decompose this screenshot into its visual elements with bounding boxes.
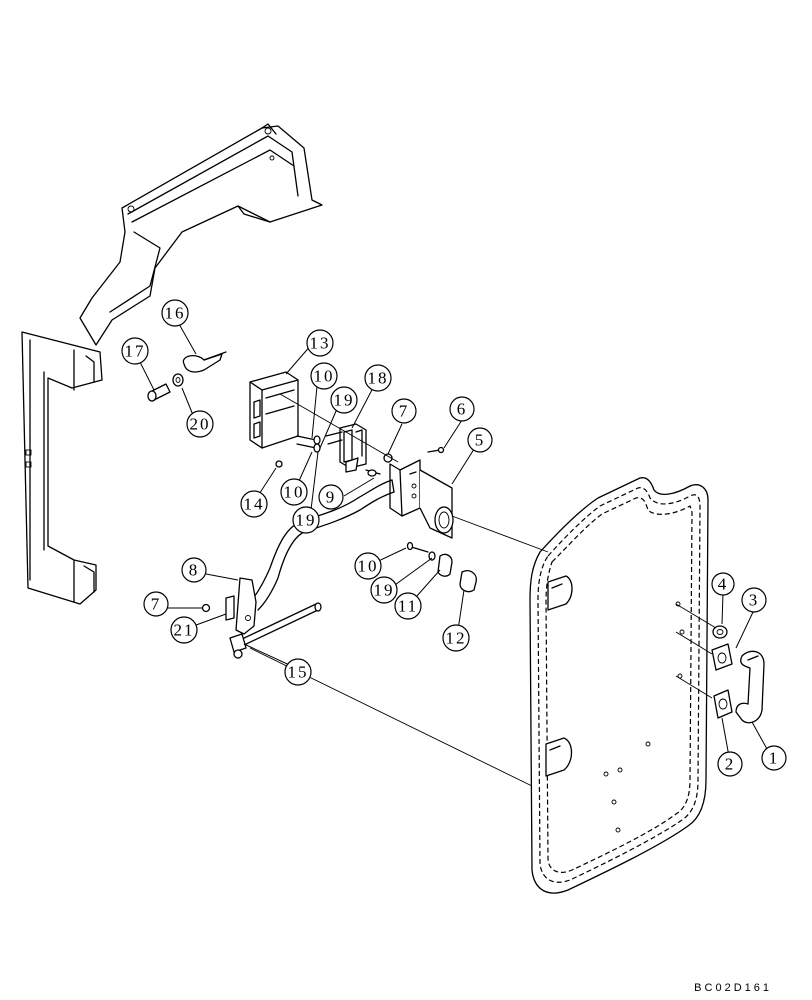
callout-10-middle: 10 bbox=[280, 478, 308, 506]
lower-pivot-bracket bbox=[201, 577, 257, 635]
svg-text:20: 20 bbox=[190, 415, 211, 434]
callout-3: 3 bbox=[741, 587, 767, 613]
callout-11: 11 bbox=[394, 592, 422, 620]
svg-text:10: 10 bbox=[358, 557, 379, 576]
svg-text:12: 12 bbox=[446, 629, 467, 648]
callout-15: 15 bbox=[284, 658, 312, 686]
svg-text:8: 8 bbox=[189, 561, 200, 580]
svg-text:10: 10 bbox=[314, 367, 335, 386]
callout-6: 6 bbox=[449, 396, 475, 422]
callout-9: 9 bbox=[318, 484, 344, 510]
drawing-code-label: BC02D161 bbox=[694, 982, 772, 994]
callout-19-lower: 19 bbox=[370, 576, 398, 604]
latch-bracket-plate bbox=[383, 446, 454, 539]
svg-text:17: 17 bbox=[125, 342, 146, 361]
callout-7-lower: 7 bbox=[143, 591, 169, 617]
callout-4: 4 bbox=[711, 572, 735, 596]
svg-text:16: 16 bbox=[165, 304, 186, 323]
callout-17: 17 bbox=[121, 337, 149, 365]
svg-text:1: 1 bbox=[769, 749, 780, 768]
callout-10-upper: 10 bbox=[310, 362, 338, 390]
callout-18: 18 bbox=[364, 364, 392, 392]
callout-1: 1 bbox=[761, 745, 787, 771]
svg-text:4: 4 bbox=[718, 575, 729, 594]
callout-5: 5 bbox=[467, 427, 493, 453]
svg-text:15: 15 bbox=[288, 663, 309, 682]
callout-21: 21 bbox=[170, 616, 198, 644]
callout-7-upper: 7 bbox=[391, 398, 417, 424]
door-handle-assembly bbox=[711, 625, 765, 724]
svg-text:7: 7 bbox=[151, 595, 162, 614]
svg-text:7: 7 bbox=[399, 402, 410, 421]
svg-text:21: 21 bbox=[174, 621, 195, 640]
callout-14: 14 bbox=[240, 490, 268, 518]
left-side-panel bbox=[21, 331, 103, 605]
latch-mechanism bbox=[325, 423, 381, 477]
bolt-washer-set-upper bbox=[296, 435, 321, 453]
svg-text:6: 6 bbox=[457, 400, 468, 419]
svg-text:10: 10 bbox=[284, 483, 305, 502]
callout-19-middle: 19 bbox=[292, 506, 320, 534]
svg-text:9: 9 bbox=[326, 488, 337, 507]
svg-text:3: 3 bbox=[749, 591, 760, 610]
latch-cover-box bbox=[249, 371, 299, 468]
callout-2: 2 bbox=[717, 751, 743, 777]
callout-20: 20 bbox=[186, 410, 214, 438]
svg-text:11: 11 bbox=[398, 597, 418, 616]
callout-10-lower: 10 bbox=[354, 552, 382, 580]
svg-text:14: 14 bbox=[244, 495, 265, 514]
svg-text:19: 19 bbox=[374, 581, 395, 600]
svg-text:5: 5 bbox=[475, 431, 486, 450]
door-panel bbox=[529, 477, 723, 894]
callout-16: 16 bbox=[161, 299, 189, 327]
callout-12: 12 bbox=[442, 624, 470, 652]
svg-text:13: 13 bbox=[310, 334, 331, 353]
svg-text:19: 19 bbox=[296, 511, 317, 530]
svg-text:2: 2 bbox=[725, 755, 736, 774]
svg-text:19: 19 bbox=[334, 391, 355, 410]
linkage-rod bbox=[229, 602, 322, 659]
bolt-washer-set-lower bbox=[406, 541, 477, 593]
svg-text:18: 18 bbox=[368, 369, 389, 388]
retaining-pin-assembly bbox=[147, 351, 227, 402]
callout-19-upper: 19 bbox=[330, 386, 358, 414]
callout-13: 13 bbox=[306, 329, 334, 357]
callout-8: 8 bbox=[181, 557, 207, 583]
upper-frame-bracket bbox=[79, 123, 323, 346]
